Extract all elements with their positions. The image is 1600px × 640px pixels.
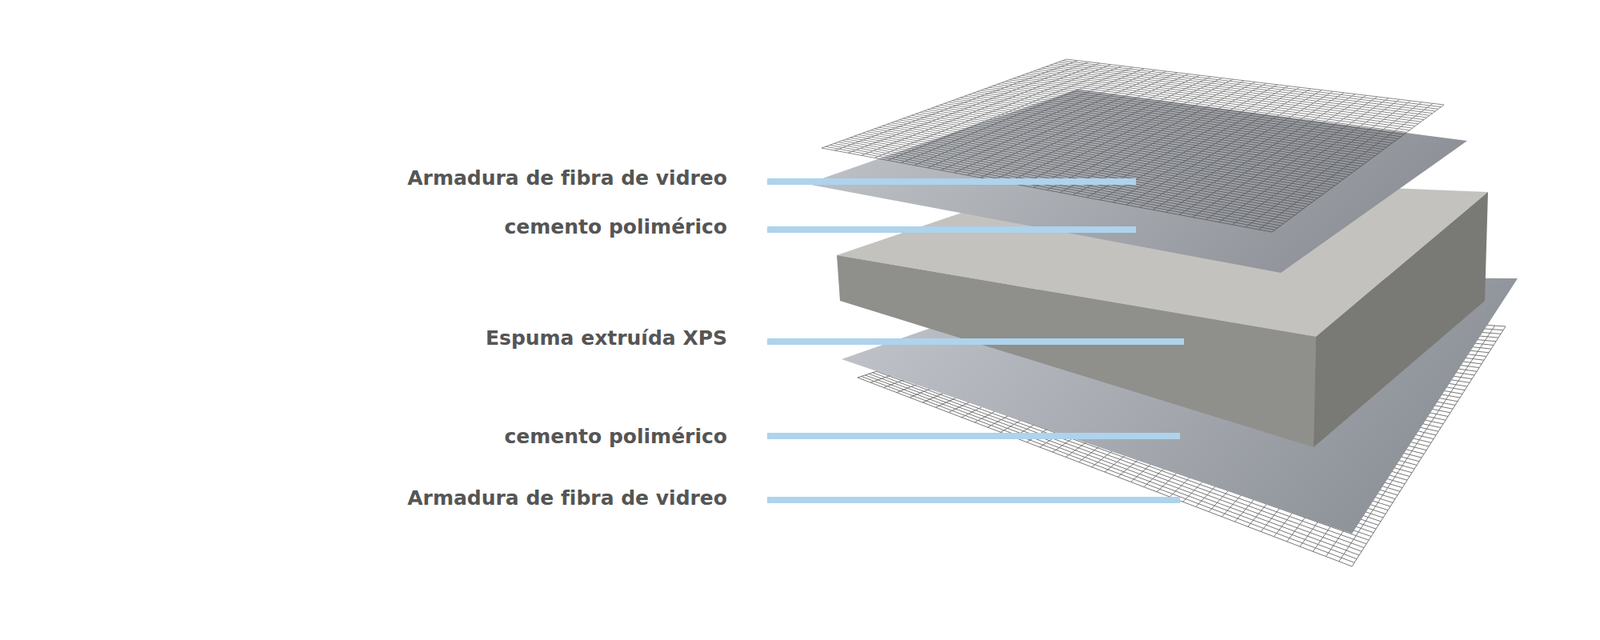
mesh-strand <box>940 71 1167 171</box>
glass-fibre-mesh <box>821 59 1444 232</box>
leader-line <box>767 432 1180 440</box>
layer-label: cemento polimérico <box>504 215 728 239</box>
mesh-strand <box>1007 77 1223 183</box>
mesh-strand <box>954 72 1178 173</box>
mesh-strand <box>1139 91 1333 208</box>
mesh-strand <box>1245 102 1422 228</box>
leader-line <box>767 496 1180 504</box>
mesh-strand <box>1047 82 1256 191</box>
mesh-strand <box>927 69 1156 168</box>
mesh-strand <box>1152 92 1344 210</box>
mesh-strand <box>1033 80 1244 188</box>
leader-line <box>767 338 1184 345</box>
mesh-strand <box>1219 99 1400 222</box>
mesh-strand <box>1258 103 1433 230</box>
layer-label: Armadura de fibra de vidreo <box>407 166 728 190</box>
leader-line <box>767 178 1136 185</box>
leader-line <box>767 226 1136 233</box>
layer-label: Espuma extruída XPS <box>485 326 728 350</box>
mesh-strand <box>1060 83 1267 192</box>
layer-label: cemento polimérico <box>504 424 728 448</box>
mesh-strand <box>1112 88 1311 203</box>
mesh-strand <box>821 59 1067 148</box>
mesh-strand <box>1272 104 1444 232</box>
leader-lines <box>767 181 1184 500</box>
layer-label: Armadura de fibra de vidreo <box>407 486 728 510</box>
mesh-strand <box>967 73 1189 176</box>
xps-board-front <box>836 255 1316 448</box>
mesh-strand <box>1232 100 1411 225</box>
mesh-strand <box>1126 90 1322 205</box>
mesh-strand <box>1166 94 1356 213</box>
mesh-strand <box>1020 79 1233 185</box>
